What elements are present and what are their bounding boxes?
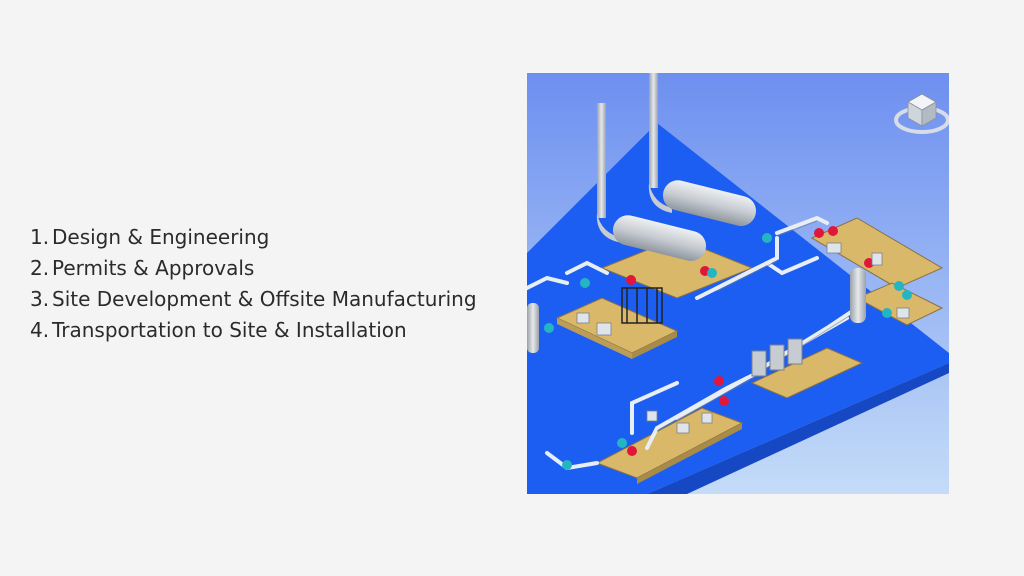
step-number: 3.	[30, 287, 50, 311]
vertical-vessel	[527, 268, 866, 353]
step-text: Transportation to Site & Installation	[52, 318, 407, 342]
ground-edge	[647, 363, 949, 494]
storage-tanks	[751, 338, 803, 377]
view-cube-icon[interactable]	[894, 93, 949, 134]
step-text: Design & Engineering	[52, 225, 270, 249]
step-number: 1.	[30, 225, 50, 249]
steel-frame	[621, 287, 663, 324]
plant-model-svg	[527, 73, 949, 494]
valves	[544, 226, 912, 470]
step-text: Site Development & Offsite Manufacturing	[52, 287, 477, 311]
plant-model-render	[527, 73, 949, 494]
step-number: 2.	[30, 256, 50, 280]
process-step: 3. Site Development & Offsite Manufactur…	[30, 284, 477, 315]
skid-equipment	[576, 242, 910, 434]
process-step: 4. Transportation to Site & Installation	[30, 315, 477, 346]
process-step: 2. Permits & Approvals	[30, 253, 477, 284]
step-number: 4.	[30, 318, 50, 342]
process-step: 1. Design & Engineering	[30, 222, 477, 253]
step-text: Permits & Approvals	[52, 256, 255, 280]
process-steps-list: 1. Design & Engineering 2. Permits & App…	[30, 222, 477, 346]
horizontal-vessels	[612, 180, 757, 261]
